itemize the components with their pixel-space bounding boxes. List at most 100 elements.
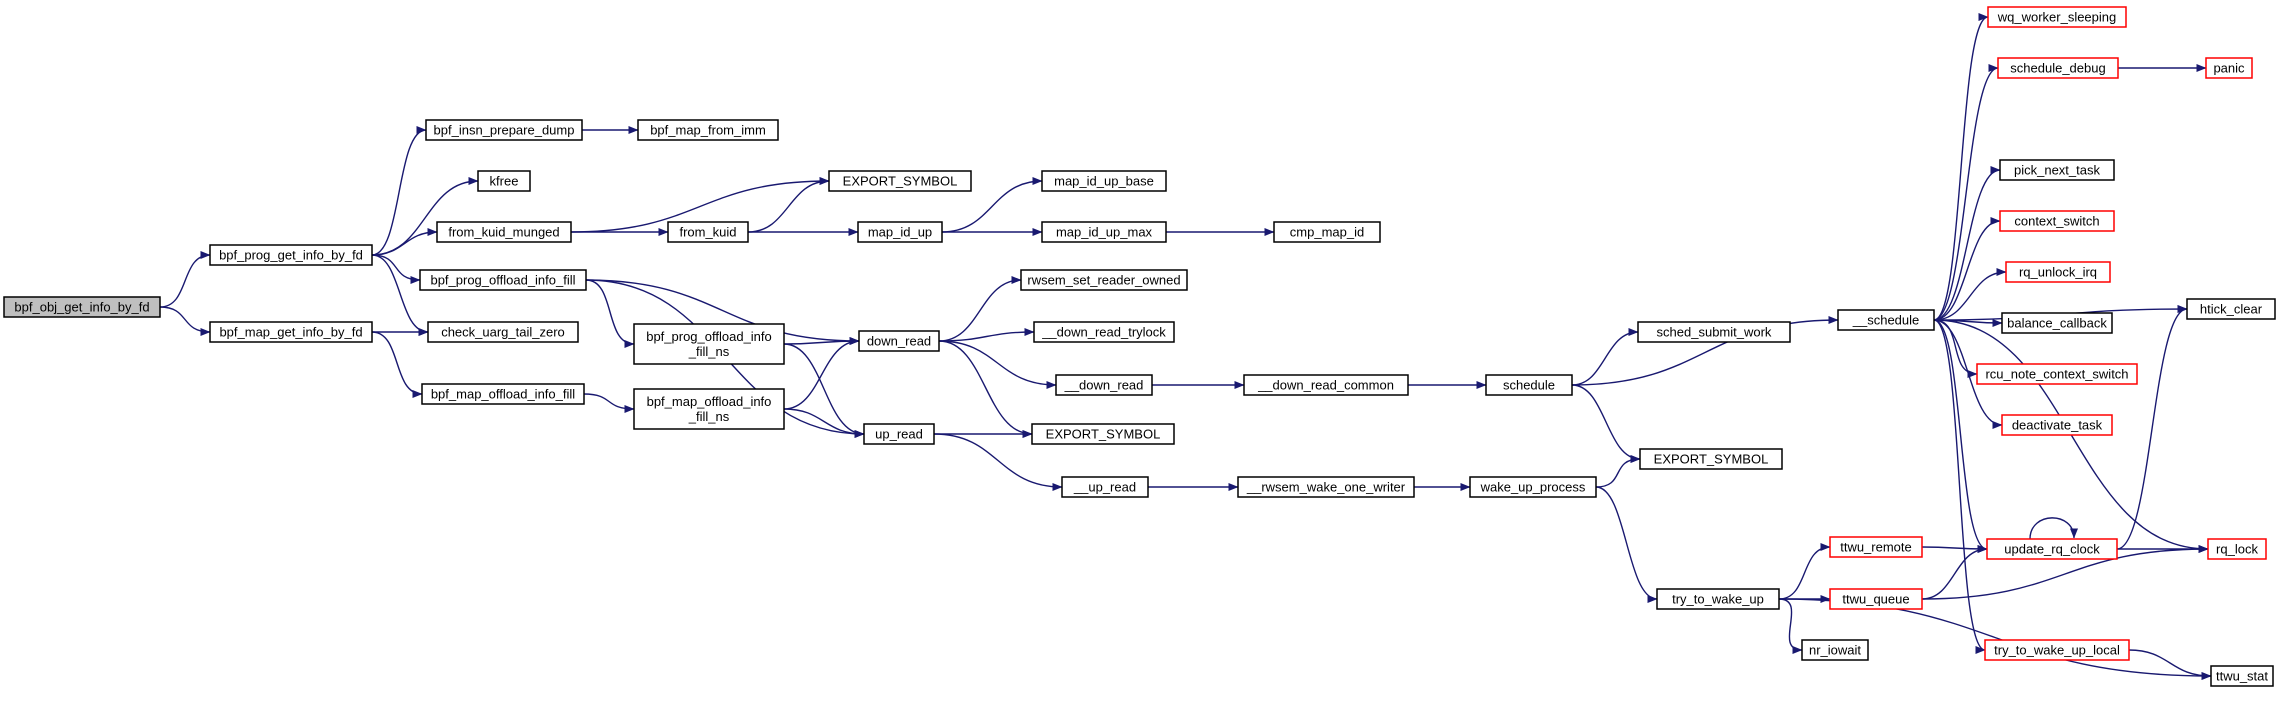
function-node[interactable]: from_kuid [667, 221, 749, 243]
function-node-box [1469, 476, 1597, 498]
function-node-box [1237, 476, 1415, 498]
function-node[interactable]: pick_next_task [1999, 159, 2115, 181]
function-node-label: ttwu_remote [1840, 540, 1912, 555]
function-node[interactable]: wq_worker_sleeping [1987, 6, 2127, 28]
function-node-box [2001, 414, 2113, 436]
function-node[interactable]: __up_read [1061, 476, 1149, 498]
function-node-box [1041, 170, 1167, 192]
function-node[interactable]: panic [2205, 57, 2253, 79]
function-node[interactable]: bpf_prog_offload_info_fill [419, 269, 587, 291]
function-node[interactable]: __down_read_common [1243, 374, 1409, 396]
function-node-label: __rwsem_wake_one_writer [1246, 480, 1406, 495]
call-edge [371, 177, 479, 256]
function-node[interactable]: __schedule [1837, 309, 1935, 331]
function-node[interactable]: rwsem_set_reader_owned [1020, 269, 1188, 291]
function-node-label: rwsem_set_reader_owned [1027, 273, 1180, 288]
function-node[interactable]: try_to_wake_up_local [1984, 639, 2130, 661]
function-node[interactable]: nr_iowait [1801, 639, 1869, 661]
function-node-label: rq_unlock_irq [2019, 265, 2097, 280]
function-node[interactable]: schedule [1485, 374, 1573, 396]
function-node[interactable]: from_kuid_munged [436, 221, 572, 243]
function-node-box [2205, 57, 2253, 79]
function-node[interactable]: bpf_map_offload_info_fill_ns [633, 388, 785, 430]
function-node[interactable]: bpf_prog_get_info_by_fd [209, 244, 373, 266]
function-node[interactable]: sched_submit_work [1637, 321, 1791, 343]
function-node-label: bpf_map_offload_info [647, 394, 772, 409]
function-node[interactable]: bpf_map_from_imm [637, 119, 779, 141]
function-node[interactable]: htick_clear [2186, 298, 2276, 320]
call-edge [747, 177, 830, 233]
function-node[interactable]: check_uarg_tail_zero [427, 321, 579, 343]
function-node[interactable]: ttwu_remote [1829, 536, 1923, 558]
call-edge [1921, 544, 1988, 553]
function-node-box [2005, 261, 2111, 283]
function-node-label: _fill_ns [688, 344, 730, 359]
call-edge [371, 254, 429, 336]
function-node[interactable]: __down_read [1055, 374, 1153, 396]
call-edge [783, 343, 865, 438]
function-node-label: kfree [490, 174, 519, 189]
function-node-label: down_read [867, 334, 931, 349]
function-node-box [633, 388, 785, 430]
function-node[interactable]: kfree [477, 170, 531, 192]
edge-layer [159, 13, 2212, 680]
function-node[interactable]: bpf_prog_offload_info_fill_ns [633, 323, 785, 365]
function-node[interactable]: bpf_insn_prepare_dump [425, 119, 583, 141]
function-node[interactable]: schedule_debug [1997, 57, 2119, 79]
call-edge [1571, 316, 1839, 386]
function-node[interactable]: rcu_note_context_switch [1976, 363, 2138, 385]
call-edge [1933, 217, 2001, 321]
function-node-label: __down_read_common [1257, 378, 1394, 393]
function-node[interactable]: context_switch [1999, 210, 2115, 232]
function-node[interactable]: EXPORT_SYMBOL [1031, 423, 1175, 445]
call-edge [371, 228, 438, 256]
function-node-label: wake_up_process [1480, 480, 1586, 495]
function-node[interactable]: ttwu_queue [1829, 588, 1923, 610]
call-edge [938, 276, 1022, 342]
function-node-label: sched_submit_work [1657, 325, 1772, 340]
function-node-box [1041, 221, 1167, 243]
function-node-label: map_id_up_base [1054, 174, 1154, 189]
function-node-box [1829, 536, 1923, 558]
function-node[interactable]: update_rq_clock [1986, 538, 2118, 560]
function-node-label: cmp_map_id [1290, 225, 1364, 240]
function-node[interactable]: bpf_obj_get_info_by_fd [3, 296, 161, 318]
call-edge [783, 408, 865, 438]
function-node[interactable]: EXPORT_SYMBOL [1639, 448, 1783, 470]
function-node[interactable]: __rwsem_wake_one_writer [1237, 476, 1415, 498]
function-node[interactable]: deactivate_task [2001, 414, 2113, 436]
function-node-box [427, 321, 579, 343]
function-node[interactable]: try_to_wake_up [1656, 588, 1780, 610]
function-node[interactable]: map_id_up_max [1041, 221, 1167, 243]
function-node[interactable]: bpf_map_offload_info_fill [421, 383, 585, 405]
function-node[interactable]: bpf_map_get_info_by_fd [209, 321, 373, 343]
call-edge [938, 340, 1057, 389]
function-node[interactable]: down_read [858, 330, 940, 352]
function-node-box [1984, 639, 2130, 661]
function-node[interactable]: wake_up_process [1469, 476, 1597, 498]
function-node[interactable]: ttwu_stat [2210, 665, 2274, 687]
function-node-label: from_kuid_munged [448, 225, 559, 240]
function-node-box [419, 269, 587, 291]
function-node[interactable]: balance_callback [2001, 312, 2113, 334]
function-node-label: rcu_note_context_switch [1985, 367, 2128, 382]
function-node[interactable]: map_id_up [857, 221, 943, 243]
function-node[interactable]: EXPORT_SYMBOL [828, 170, 972, 192]
function-node-label: try_to_wake_up_local [1994, 643, 2120, 658]
call-edge [1778, 598, 2212, 680]
function-node-box [858, 330, 940, 352]
call-edge [2029, 517, 2078, 540]
function-node-box [1801, 639, 1869, 661]
function-node[interactable]: __down_read_trylock [1033, 321, 1175, 343]
function-node-label: pick_next_task [2014, 163, 2100, 178]
function-node[interactable]: up_read [863, 423, 935, 445]
call-edge [1933, 319, 1986, 654]
function-node[interactable]: map_id_up_base [1041, 170, 1167, 192]
function-node[interactable]: rq_unlock_irq [2005, 261, 2111, 283]
function-node-label: balance_callback [2007, 316, 2107, 331]
call-edge [371, 331, 423, 398]
function-node-box [1997, 57, 2119, 79]
function-node-box [1837, 309, 1935, 331]
function-node[interactable]: rq_lock [2207, 538, 2267, 560]
function-node[interactable]: cmp_map_id [1273, 221, 1381, 243]
